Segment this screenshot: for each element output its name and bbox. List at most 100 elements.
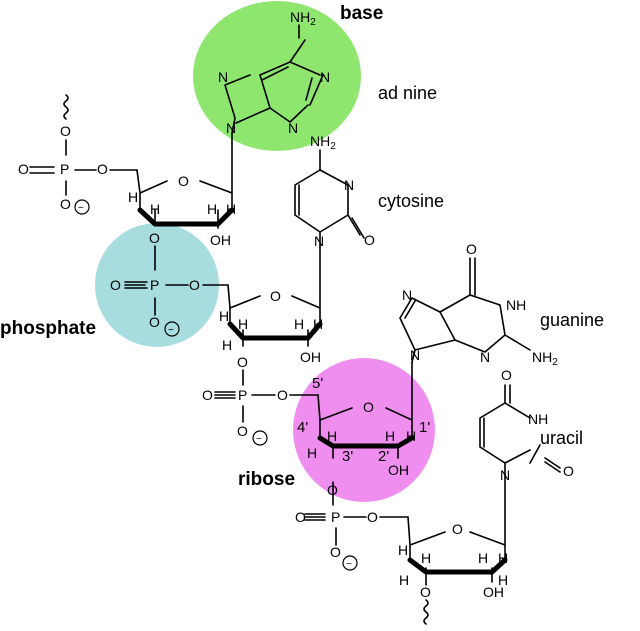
atom-nh: NH <box>528 411 548 427</box>
atom-o: O <box>237 354 248 370</box>
atom-h: H <box>238 316 248 332</box>
minus-sign: − <box>256 434 262 445</box>
bonds-phosphate-2 <box>124 245 229 316</box>
atom-p: P <box>60 161 69 177</box>
base-highlight <box>193 1 361 151</box>
atom-n: N <box>480 349 490 365</box>
atom-o: O <box>189 277 200 293</box>
atom-o: O <box>367 509 378 525</box>
bonds-phosphate-3 <box>214 369 319 423</box>
chain-break-top <box>63 94 69 120</box>
atom-o: O <box>60 123 71 139</box>
ribose-label: ribose <box>238 469 295 490</box>
atom-h: H <box>478 550 488 566</box>
atom-o: O <box>149 314 160 330</box>
negative-charge-icon <box>74 199 90 215</box>
minus-sign: − <box>346 559 352 570</box>
chain-break-bottom <box>423 599 429 625</box>
bonds-ribose-2-bold <box>227 321 323 341</box>
bonds-ribose-3-thin <box>317 361 413 459</box>
ribose-highlight <box>293 358 435 502</box>
atom-nh: NH <box>506 297 526 313</box>
atom-n: N <box>320 69 330 85</box>
bonds-phosphate-1 <box>29 139 138 196</box>
atom-p: P <box>150 277 159 293</box>
ribose-position-3-prime: 3' <box>342 448 353 465</box>
atom-o: O <box>277 387 288 403</box>
atom-nh2: NH2 <box>532 349 558 368</box>
atom-n: N <box>288 120 298 136</box>
negative-charge-icon <box>342 555 358 571</box>
atom-n: N <box>410 347 420 363</box>
atom-h: H <box>128 189 138 205</box>
atom-o: O <box>270 288 281 304</box>
atom-h: H <box>498 550 508 566</box>
atom-h: H <box>307 445 317 461</box>
guanine-label: guanine <box>540 310 604 330</box>
atom-n: N <box>500 467 510 483</box>
negative-charge-icon <box>252 430 268 446</box>
atom-o: O <box>97 161 108 177</box>
atom-o: O <box>363 399 374 415</box>
atom-n: N <box>314 233 324 249</box>
atom-nh2: NH2 <box>290 9 316 28</box>
atom-p: P <box>331 509 340 525</box>
atom-o: O <box>202 387 213 403</box>
atom-o: O <box>295 509 306 525</box>
atom-o: O <box>364 232 375 248</box>
atom-p: P <box>238 387 247 403</box>
atom-h: H <box>398 542 408 558</box>
atom-h: H <box>222 337 232 353</box>
bonds-adenine <box>224 24 324 134</box>
atom-oh: OH <box>483 584 504 600</box>
atom-h: H <box>226 201 236 217</box>
atom-o: O <box>563 463 574 479</box>
atom-oh: OH <box>300 349 321 365</box>
atom-h: H <box>219 308 229 324</box>
ribose-position-4-prime: 4' <box>297 419 308 436</box>
bonds-ribose-1-thin <box>136 132 233 229</box>
atom-o: O <box>178 173 189 189</box>
bonds-ribose-3-bold <box>317 435 415 449</box>
bonds-ribose-4-bold <box>407 557 508 575</box>
atom-nh2: NH2 <box>310 133 336 152</box>
atom-h: H <box>498 572 508 588</box>
atom-h: H <box>406 428 416 444</box>
atom-o: O <box>452 521 463 537</box>
atom-o: O <box>237 423 248 439</box>
phosphate-label: phosphate <box>0 318 96 339</box>
atom-n: N <box>402 287 412 303</box>
ribose-position-2-prime: 2' <box>378 448 389 465</box>
adenine-label: ad nine <box>378 83 437 103</box>
minus-sign: − <box>78 203 84 214</box>
bonds-ribose-1-bold <box>137 207 235 227</box>
ribose-position-5-prime: 5' <box>312 375 323 392</box>
atom-oh: OH <box>388 462 409 478</box>
atom-o: O <box>110 277 121 293</box>
atom-n: N <box>218 69 228 85</box>
atom-o: O <box>466 241 477 257</box>
atom-o: O <box>330 544 341 560</box>
atom-h: H <box>150 201 160 217</box>
atom-h: H <box>421 550 431 566</box>
atom-h: H <box>313 316 323 332</box>
bonds-phosphate-4 <box>304 481 409 546</box>
atom-o: O <box>149 230 160 246</box>
atom-oh: OH <box>210 232 231 248</box>
atom-h: H <box>294 316 304 332</box>
bonds-ribose-4-thin <box>407 476 506 586</box>
atom-n: N <box>226 120 236 136</box>
atom-h: H <box>399 572 409 588</box>
atom-h: H <box>327 428 337 444</box>
bonds-cytosine <box>294 149 365 248</box>
atom-o: O <box>60 196 71 212</box>
ribose-position-1-prime: 1' <box>419 419 430 436</box>
base-label: base <box>340 3 383 24</box>
atom-o: O <box>420 584 431 600</box>
atom-o: O <box>327 482 338 498</box>
bonds-uracil <box>479 384 561 478</box>
atom-h: H <box>207 201 217 217</box>
phosphate-highlight <box>95 223 219 347</box>
